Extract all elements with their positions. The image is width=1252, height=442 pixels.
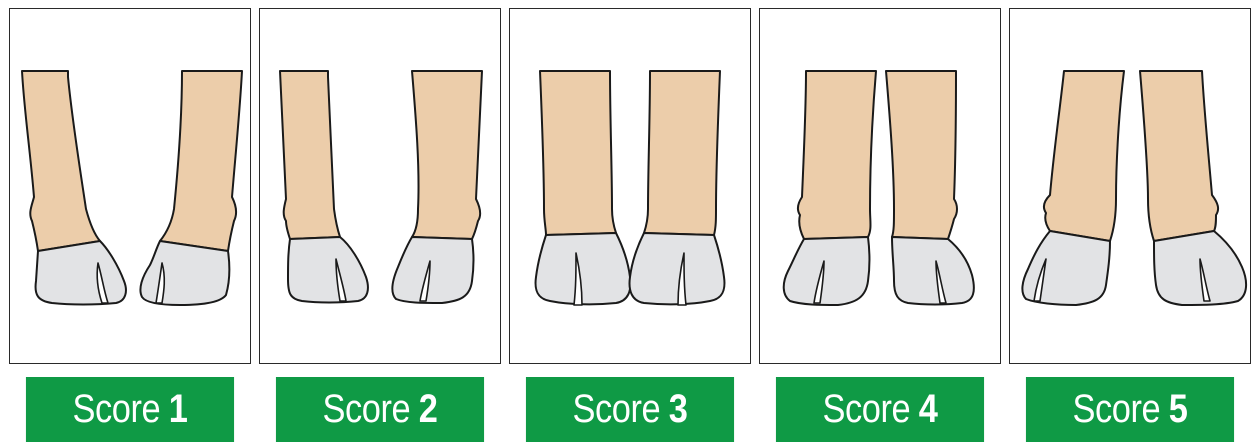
score-number: 1	[169, 387, 188, 432]
score-1-legs-drawing	[10, 9, 250, 363]
score-word: Score	[72, 387, 160, 432]
score-4-legs-drawing	[760, 9, 1000, 363]
right-leg	[140, 71, 242, 305]
score-3-label: Score 3	[526, 377, 734, 442]
score-4-illustration	[759, 8, 1001, 364]
score-word: Score	[1072, 387, 1160, 432]
left-leg	[22, 71, 126, 305]
score-number: 3	[669, 387, 688, 432]
left-leg	[1022, 71, 1124, 305]
score-number: 2	[419, 387, 438, 432]
score-2-label: Score 2	[276, 377, 484, 442]
score-1-label: Score 1	[26, 377, 234, 442]
score-number: 4	[919, 387, 938, 432]
score-word: Score	[822, 387, 910, 432]
score-5-illustration	[1009, 8, 1251, 364]
score-number: 5	[1169, 387, 1188, 432]
score-2-legs-drawing	[260, 9, 500, 363]
score-word: Score	[572, 387, 660, 432]
score-2-illustration	[259, 8, 501, 364]
score-3-illustration	[509, 8, 751, 364]
left-leg	[784, 71, 876, 305]
score-3-legs-drawing	[510, 9, 750, 363]
right-leg	[392, 71, 482, 303]
left-leg	[280, 71, 368, 303]
score-word: Score	[322, 387, 410, 432]
score-4-label: Score 4	[776, 377, 984, 442]
right-leg	[886, 71, 974, 305]
right-leg	[1140, 71, 1246, 305]
left-leg	[536, 71, 631, 305]
score-5-label: Score 5	[1026, 377, 1234, 442]
score-5-legs-drawing	[1010, 9, 1250, 363]
right-leg	[630, 71, 725, 305]
score-1-illustration	[9, 8, 251, 364]
